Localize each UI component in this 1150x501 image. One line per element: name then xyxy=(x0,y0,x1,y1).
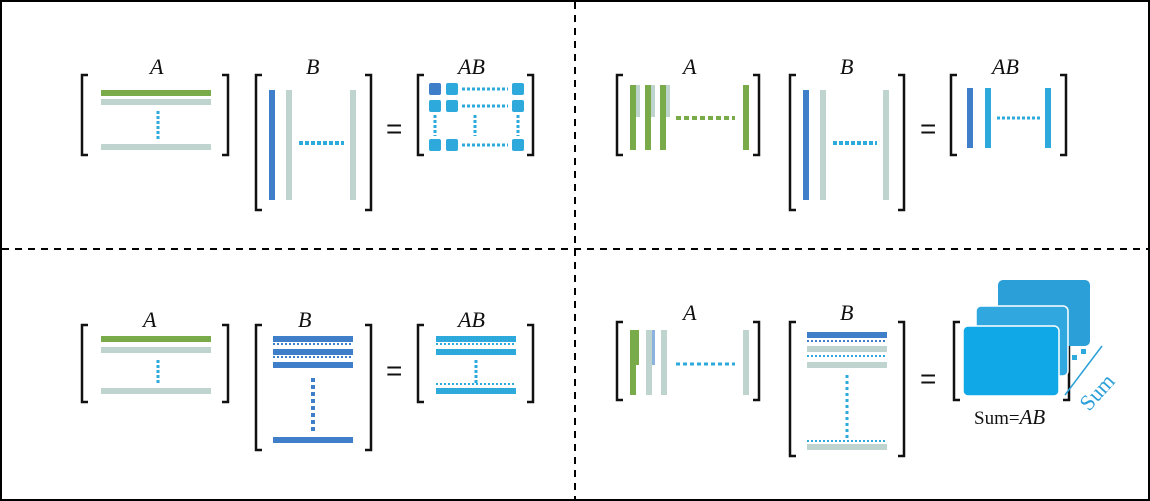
equals-sign: = xyxy=(920,363,936,394)
sum-layer-front xyxy=(962,325,1060,397)
sum-equals-AB: Sum=AB xyxy=(974,405,1045,429)
equals-sign: = xyxy=(386,113,402,144)
matrix-AB xyxy=(416,73,535,157)
matrix-B xyxy=(254,73,373,212)
stacked-AB-matrices xyxy=(952,280,1103,402)
label-A: A xyxy=(148,54,164,79)
panel-column-times-matrix: A B AB = xyxy=(615,54,1068,212)
matrix-AB xyxy=(416,323,535,404)
label-B: B xyxy=(298,307,311,332)
matrix-A xyxy=(80,323,230,404)
matrix-A xyxy=(80,73,230,157)
matrix-B xyxy=(254,323,373,452)
matrix-B xyxy=(788,73,906,212)
sum-suffix: AB xyxy=(1018,405,1046,429)
matrix-A xyxy=(615,73,761,157)
label-B: B xyxy=(840,54,853,79)
label-A: A xyxy=(681,300,697,325)
matrix-A xyxy=(615,320,761,402)
equals-sign: = xyxy=(386,355,402,386)
sum-prefix: Sum= xyxy=(974,408,1020,429)
panel-column-times-row-sum: A B = xyxy=(615,280,1120,458)
label-A: A xyxy=(141,307,157,332)
matrix-B xyxy=(788,320,906,458)
label-AB: AB xyxy=(456,307,485,332)
label-A: A xyxy=(681,54,697,79)
panel-row-times-column: A B AB = xyxy=(80,54,535,212)
panel-row-times-matrix: A B AB = xyxy=(80,307,535,452)
label-AB: AB xyxy=(990,54,1019,79)
label-B: B xyxy=(840,300,853,325)
label-AB: AB xyxy=(456,54,485,79)
matrix-AB xyxy=(949,73,1068,157)
equals-sign: = xyxy=(920,113,936,144)
label-B: B xyxy=(306,54,319,79)
sum-label-rotated: Sum xyxy=(1074,369,1120,416)
